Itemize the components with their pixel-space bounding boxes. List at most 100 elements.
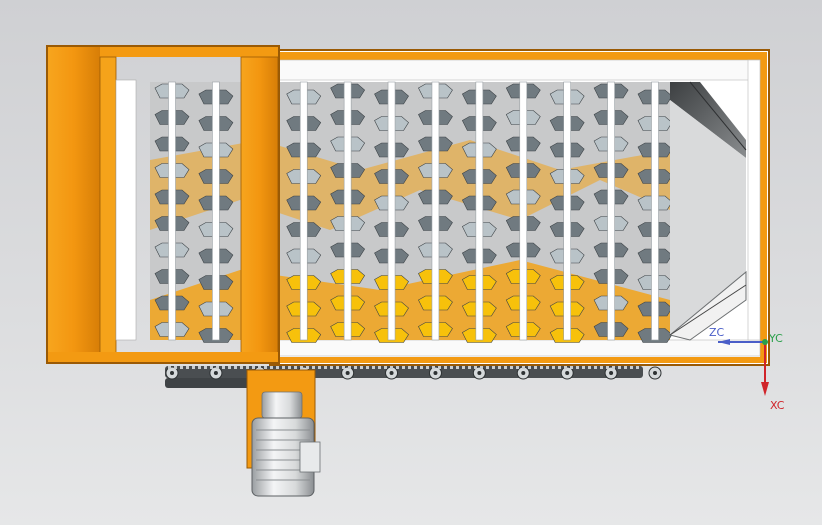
chain-link — [240, 366, 243, 369]
chain-link — [462, 366, 465, 369]
chain-link — [306, 366, 309, 369]
chain-link — [324, 366, 327, 369]
chain-link — [546, 366, 549, 369]
side-door[interactable] — [46, 45, 280, 364]
chain-link — [198, 366, 201, 369]
chain-link — [516, 366, 519, 369]
sprocket-hub — [609, 371, 614, 375]
cutting-rotors[interactable] — [154, 81, 673, 343]
sprocket-hub — [653, 371, 657, 375]
chain-link — [372, 366, 375, 369]
rotor-shaft — [387, 81, 396, 341]
chain-link — [282, 366, 285, 369]
rotor-shaft — [431, 81, 440, 341]
chain-link — [354, 366, 357, 369]
chain-link — [552, 366, 555, 369]
chain-link — [396, 366, 399, 369]
chain-link — [456, 366, 459, 369]
chain-link — [174, 366, 177, 369]
chain-link — [474, 366, 477, 369]
chain-link — [498, 366, 501, 369]
sprocket-hub — [213, 371, 218, 375]
rotor-shaft — [519, 81, 528, 341]
chain-link — [636, 366, 639, 369]
chain-link — [624, 366, 627, 369]
rotor-shaft — [607, 81, 615, 341]
chain-link — [408, 366, 411, 369]
chain-link — [252, 366, 255, 369]
chain-link — [246, 366, 249, 369]
chain-link — [204, 366, 207, 369]
chain-link — [378, 366, 381, 369]
chain-link — [270, 366, 273, 369]
chain-link — [384, 366, 387, 369]
chain-link — [420, 366, 423, 369]
chain-link — [216, 366, 219, 369]
chain-link — [612, 366, 615, 369]
chain-link — [186, 366, 189, 369]
chain-link — [258, 366, 261, 369]
chain-link — [438, 366, 441, 369]
chain-link — [486, 366, 489, 369]
chain-link — [414, 366, 417, 369]
drive-chain[interactable] — [165, 366, 662, 388]
rotor-shaft — [475, 81, 484, 341]
chain-link — [504, 366, 507, 369]
chain-link — [444, 366, 447, 369]
chain-link — [558, 366, 561, 369]
zc-axis-label: ZC — [709, 326, 725, 339]
chain-link — [630, 366, 633, 369]
chain-link — [522, 366, 525, 369]
chain-link — [318, 366, 321, 369]
sprocket-hub — [345, 371, 350, 375]
chain-link — [288, 366, 291, 369]
chain-link — [582, 366, 585, 369]
chain-link — [264, 366, 267, 369]
chain-link — [366, 366, 369, 369]
chain-link — [588, 366, 591, 369]
chain-link — [180, 366, 183, 369]
rotor-shaft — [563, 81, 571, 341]
sprocket-hub — [433, 371, 438, 375]
rotor-shaft — [168, 81, 176, 341]
chain-link — [402, 366, 405, 369]
chain-link — [468, 366, 471, 369]
chain-link — [312, 366, 315, 369]
chain-link — [228, 366, 231, 369]
sprocket-hub — [477, 371, 482, 375]
chain-link — [576, 366, 579, 369]
discharge-hopper[interactable] — [668, 81, 747, 341]
yc-axis-label: YC — [769, 332, 783, 345]
chain-link — [390, 366, 393, 369]
chain-link — [528, 366, 531, 369]
rotor-shaft — [299, 81, 308, 341]
chain-link — [426, 366, 429, 369]
rotor-shaft — [212, 81, 220, 341]
rotor-shaft — [343, 81, 352, 341]
chain-link — [600, 366, 603, 369]
chain-link — [210, 366, 213, 369]
xc-axis-label: XC — [770, 399, 785, 412]
chain-link — [192, 366, 195, 369]
sprocket-hub — [389, 371, 394, 375]
chain-link — [564, 366, 567, 369]
chain-link — [450, 366, 453, 369]
motor-assembly[interactable] — [246, 369, 321, 497]
chain-link — [594, 366, 597, 369]
chain-link — [222, 366, 225, 369]
chain-link — [534, 366, 537, 369]
chain-link — [570, 366, 573, 369]
chain-link — [336, 366, 339, 369]
sprocket-hub — [170, 371, 174, 375]
chain-link — [168, 366, 171, 369]
chain-link — [540, 366, 543, 369]
chain-link — [234, 366, 237, 369]
chain-link — [606, 366, 609, 369]
chain-link — [330, 366, 333, 369]
chain-link — [300, 366, 303, 369]
coordinate-triad — [718, 339, 769, 396]
chain-link — [480, 366, 483, 369]
chain-link — [618, 366, 621, 369]
